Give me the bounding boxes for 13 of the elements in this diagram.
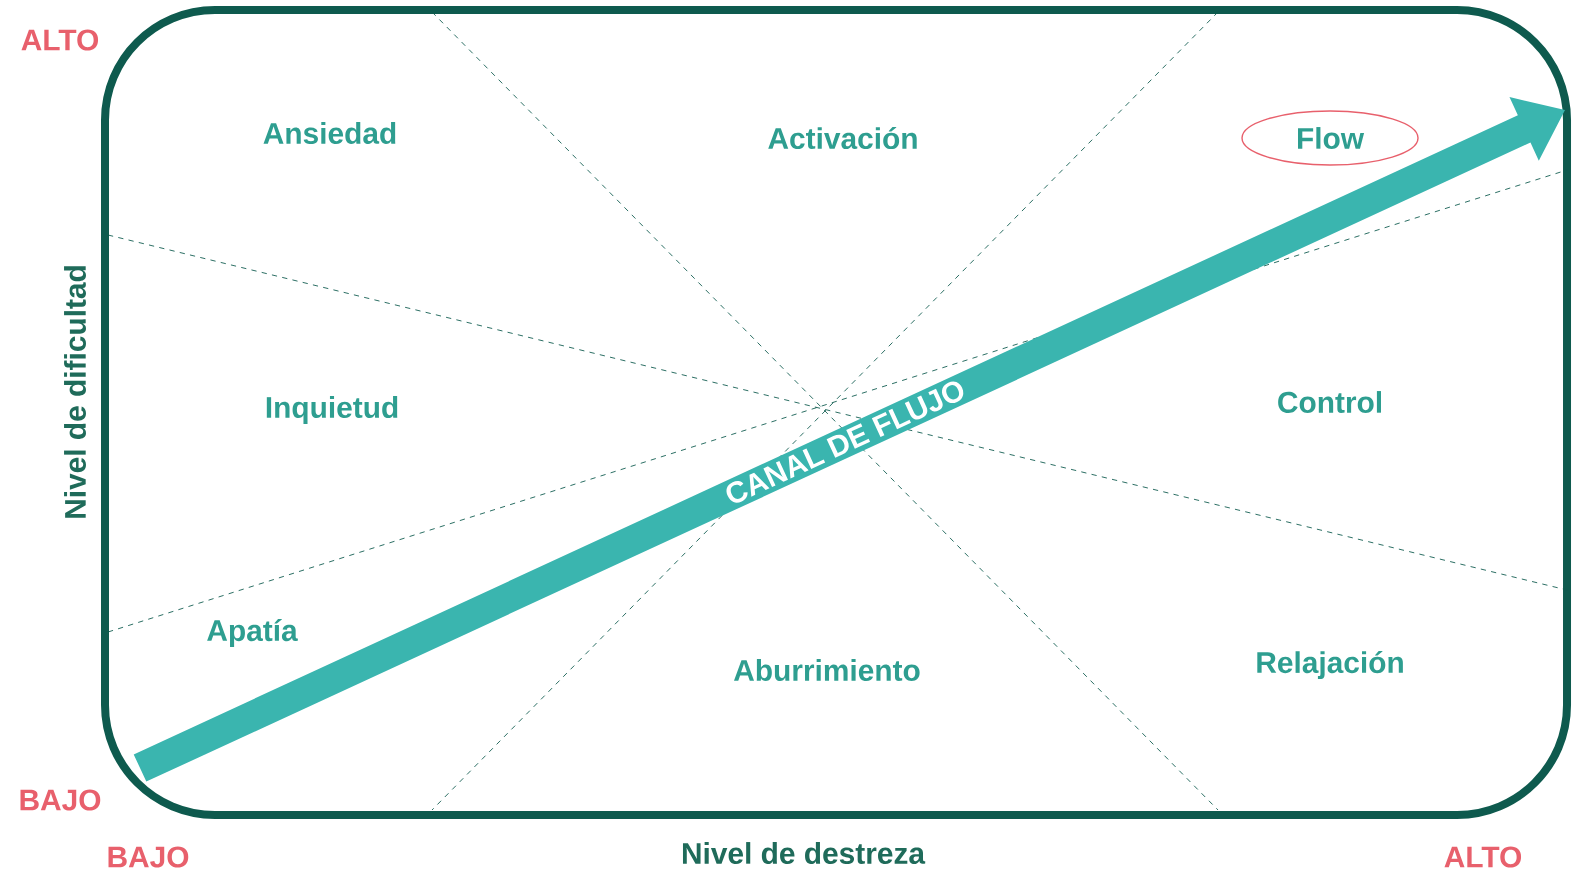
zone-label: Inquietud <box>266 396 398 424</box>
axis-end-label: BAJO <box>20 789 101 811</box>
axis-end-label: ALTO <box>1444 846 1522 868</box>
axis-end-label: BAJO <box>108 846 189 868</box>
zone-label: Relajación <box>1257 650 1403 680</box>
zone-label: Activación <box>768 126 917 150</box>
zone-label: Ansiedad <box>263 122 396 144</box>
zone-label: Apatía <box>207 618 298 648</box>
axis-title: Nivel de destreza <box>683 842 926 864</box>
zone-label: Control <box>1278 391 1381 413</box>
axis-end-label: ALTO <box>21 29 99 51</box>
zone-label: Aburrimiento <box>734 659 920 681</box>
axis-title: Nivel de dificultad <box>64 266 86 518</box>
